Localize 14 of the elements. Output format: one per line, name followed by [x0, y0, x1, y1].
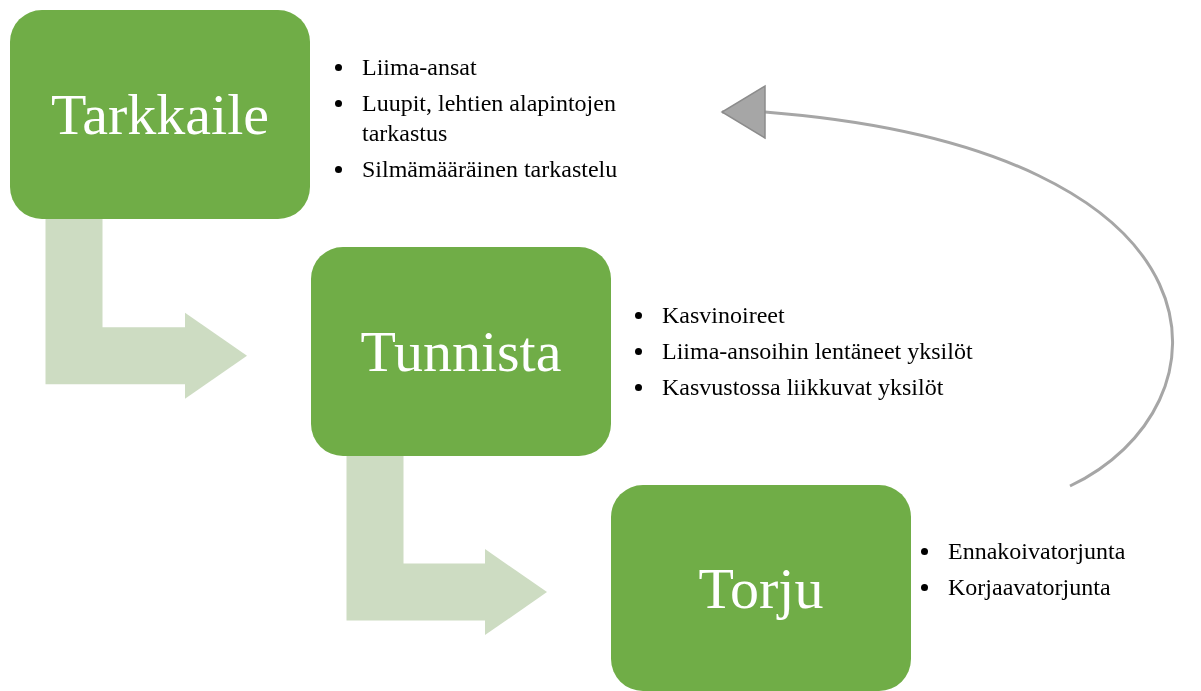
bullet-text: Liima-ansat	[362, 53, 477, 82]
step-title: Tarkkaile	[50, 81, 270, 148]
step-title: Tunnista	[360, 318, 562, 385]
bullet-text: Silmämääräinen tarkastelu	[362, 155, 618, 184]
curved-arrow	[721, 85, 1173, 488]
bullet-text: Liima-ansoihin lentäneet yksilöt	[662, 337, 973, 366]
block-arrow	[346, 456, 547, 636]
step-title: Torju	[698, 554, 824, 622]
bullet-text: Korjaavatorjunta	[948, 573, 1111, 602]
block-arrow	[45, 219, 247, 399]
bullet-text: Kasvustossa liikkuvat yksilöt	[662, 373, 944, 402]
bullet-text: Ennakoivatorjunta	[948, 537, 1126, 566]
bullet-text: Kasvinoireet	[662, 301, 785, 330]
bullet-text: Luupit, lehtien alapintojen tarkastus	[362, 89, 617, 148]
